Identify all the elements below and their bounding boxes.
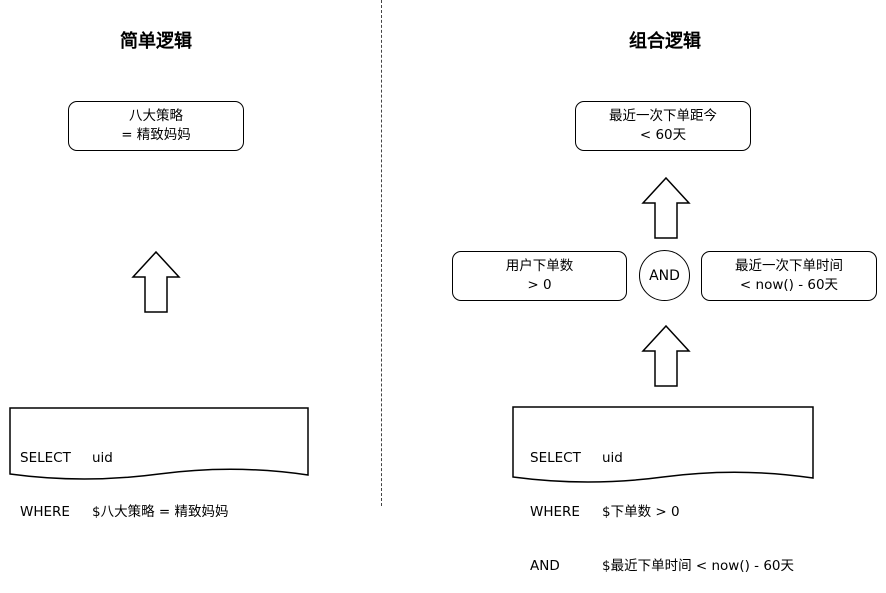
condition-last-order-time-line2: < now() - 60天 xyxy=(739,277,839,293)
sql-select-value: uid xyxy=(92,450,113,466)
condition-last-order-time-line1: 最近一次下单时间 xyxy=(735,258,843,274)
up-arrow-icon xyxy=(131,250,181,313)
sql-and-value: $最近下单时间 < now() - 60天 xyxy=(602,558,795,574)
up-arrow-icon xyxy=(641,324,691,387)
sql-select-keyword: SELECT xyxy=(530,450,581,466)
combined-result-box: 最近一次下单距今 < 60天 xyxy=(575,101,751,151)
simple-sql-document xyxy=(9,407,309,480)
simple-logic-title: 简单逻辑 xyxy=(120,31,192,52)
section-divider xyxy=(381,0,382,506)
up-arrow-icon xyxy=(641,176,691,239)
condition-last-order-time-box: 最近一次下单时间 < now() - 60天 xyxy=(701,251,877,301)
sql-and-keyword: AND xyxy=(530,558,560,574)
combined-result-line1: 最近一次下单距今 xyxy=(609,108,717,124)
simple-result-box: 八大策略 = 精致妈妈 xyxy=(68,101,244,151)
combined-sql-document xyxy=(512,406,814,483)
simple-result-line1: 八大策略 xyxy=(129,108,183,124)
combined-result-line2: < 60天 xyxy=(639,127,687,143)
combined-logic-title: 组合逻辑 xyxy=(629,31,701,52)
condition-order-count-line2: > 0 xyxy=(527,277,552,293)
simple-result-line2: = 精致妈妈 xyxy=(121,127,191,143)
and-operator-node: AND xyxy=(639,250,690,301)
condition-order-count-box: 用户下单数 > 0 xyxy=(452,251,627,301)
sql-select-keyword: SELECT xyxy=(20,450,71,466)
sql-select-value: uid xyxy=(602,450,623,466)
condition-order-count-line1: 用户下单数 xyxy=(505,258,574,274)
